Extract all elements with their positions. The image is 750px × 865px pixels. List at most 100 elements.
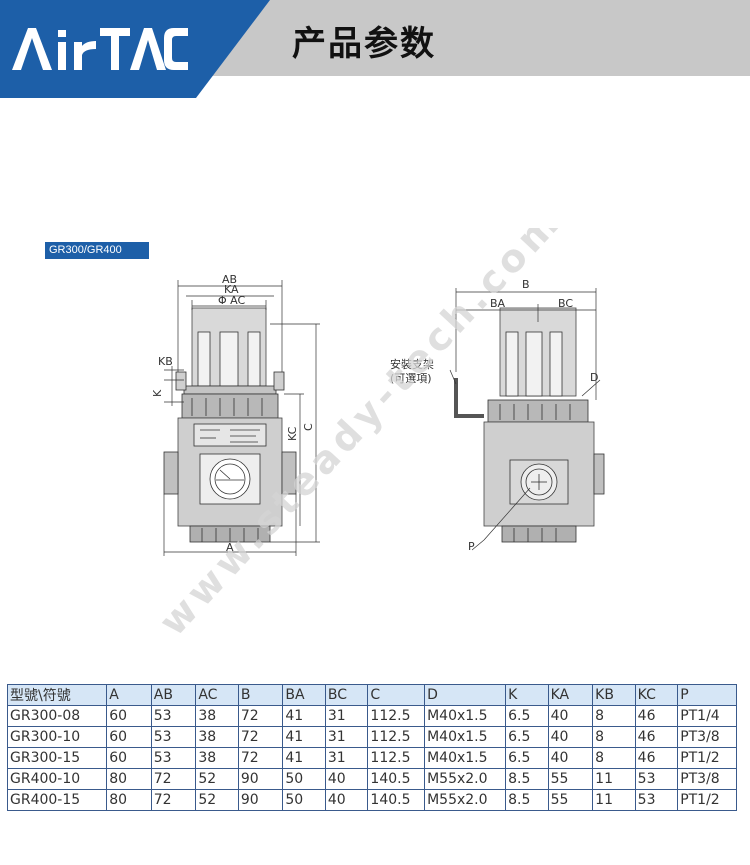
table-cell: 31 [324, 705, 369, 727]
table-cell: PT1/4 [677, 705, 737, 727]
table-cell: M40x1.5 [424, 705, 507, 727]
dim-label-ba: BA [490, 297, 506, 310]
dim-label-ab: AB [222, 273, 237, 286]
table-cell: GR400-10 [6, 768, 108, 790]
table-cell: 31 [324, 747, 369, 769]
dim-label-kb: KB [158, 355, 173, 368]
table-cell: 41 [282, 747, 326, 769]
header-b: B [237, 684, 284, 706]
table-cell: 38 [195, 726, 239, 748]
header-ac: AC [195, 684, 239, 706]
table-cell: M40x1.5 [424, 726, 507, 748]
table-cell: 38 [195, 747, 239, 769]
header-d: D [424, 684, 507, 706]
table-cell: 53 [634, 768, 679, 790]
header-k: K [505, 684, 549, 706]
header-kb: KB [592, 684, 636, 706]
table-cell: 6.5 [505, 726, 549, 748]
header-ba: BA [282, 684, 326, 706]
table-cell: PT3/8 [677, 726, 737, 748]
table-cell: 8 [592, 747, 636, 769]
table-cell: 72 [237, 747, 284, 769]
header-p: P [677, 684, 737, 706]
table-cell: 50 [282, 768, 326, 790]
dim-label-ac: Φ AC [218, 294, 245, 307]
table-cell: 8 [592, 726, 636, 748]
dim-label-k: K [151, 389, 164, 397]
table-cell: 112.5 [367, 747, 426, 769]
table-cell: 46 [634, 726, 679, 748]
table-cell: M40x1.5 [424, 747, 507, 769]
table-cell: GR300-08 [6, 705, 108, 727]
table-cell: GR300-15 [6, 747, 108, 769]
table-cell: 72 [150, 768, 197, 790]
table-cell: 40 [324, 789, 369, 811]
table-cell: 40 [547, 726, 594, 748]
table-cell: 38 [195, 705, 239, 727]
table-cell: 140.5 [367, 789, 426, 811]
header-c: C [367, 684, 426, 706]
table-cell: 11 [592, 768, 636, 790]
table-cell: 40 [324, 768, 369, 790]
table-cell: 52 [195, 768, 239, 790]
table-header-row: 型號\符號 A AB AC B BA BC C D K KA KB KC P [6, 684, 737, 706]
table-cell: 90 [237, 768, 284, 790]
table-cell: 8.5 [505, 768, 549, 790]
table-cell: 53 [150, 705, 197, 727]
technical-drawing: AB KA Φ AC KB K KC C A [151, 273, 605, 556]
bracket-option-label: (可選項) [390, 372, 432, 385]
dim-label-kc: KC [286, 426, 299, 441]
header-kc: KC [634, 684, 679, 706]
table-cell: 55 [547, 768, 594, 790]
table-cell: 53 [634, 789, 679, 811]
table-cell: 40 [547, 747, 594, 769]
table-cell: 8 [592, 705, 636, 727]
table-cell: 80 [106, 768, 152, 790]
table-cell: 52 [195, 789, 239, 811]
model-tag: GR300/GR400 [45, 242, 149, 259]
table-cell: 8.5 [505, 789, 549, 811]
page-header: 产品参数 [0, 0, 750, 100]
table-cell: 55 [547, 789, 594, 811]
table-cell: 41 [282, 705, 326, 727]
table-cell: 6.5 [505, 705, 549, 727]
dim-label-a: A [226, 541, 234, 554]
bracket-label: 安裝支架 [390, 357, 434, 371]
table-cell: 50 [282, 789, 326, 811]
page-title: 产品参数 [292, 24, 436, 64]
side-view: B BA BC D P 安裝支架 (可選項) [390, 278, 605, 553]
dim-label-p: P [468, 540, 475, 553]
table-cell: 40 [547, 705, 594, 727]
table-cell: 72 [237, 726, 284, 748]
header-a: A [106, 684, 152, 706]
spec-table: 型號\符號 A AB AC B BA BC C D K KA KB KC P G… [6, 684, 737, 811]
header-bc: BC [324, 684, 369, 706]
table-cell: 90 [237, 789, 284, 811]
table-cell: 53 [150, 747, 197, 769]
table-cell: PT1/2 [677, 747, 737, 769]
table-cell: 53 [150, 726, 197, 748]
front-view: AB KA Φ AC KB K KC C A [151, 273, 320, 556]
table-cell: 31 [324, 726, 369, 748]
table-cell: 60 [106, 705, 152, 727]
table-cell: 60 [106, 726, 152, 748]
dim-label-bc: BC [558, 297, 573, 310]
table-cell: PT3/8 [677, 768, 737, 790]
table-cell: M55x2.0 [424, 768, 507, 790]
table-cell: M55x2.0 [424, 789, 507, 811]
table-cell: 41 [282, 726, 326, 748]
header-ab: AB [150, 684, 197, 706]
dim-label-b: B [522, 278, 530, 291]
table-cell: GR400-15 [6, 789, 108, 811]
header-ka: KA [547, 684, 594, 706]
header-model: 型號\符號 [6, 684, 108, 706]
table-cell: 72 [150, 789, 197, 811]
table-cell: 72 [237, 705, 284, 727]
table-cell: PT1/2 [677, 789, 737, 811]
dim-label-c: C [302, 423, 315, 431]
table-cell: 112.5 [367, 705, 426, 727]
